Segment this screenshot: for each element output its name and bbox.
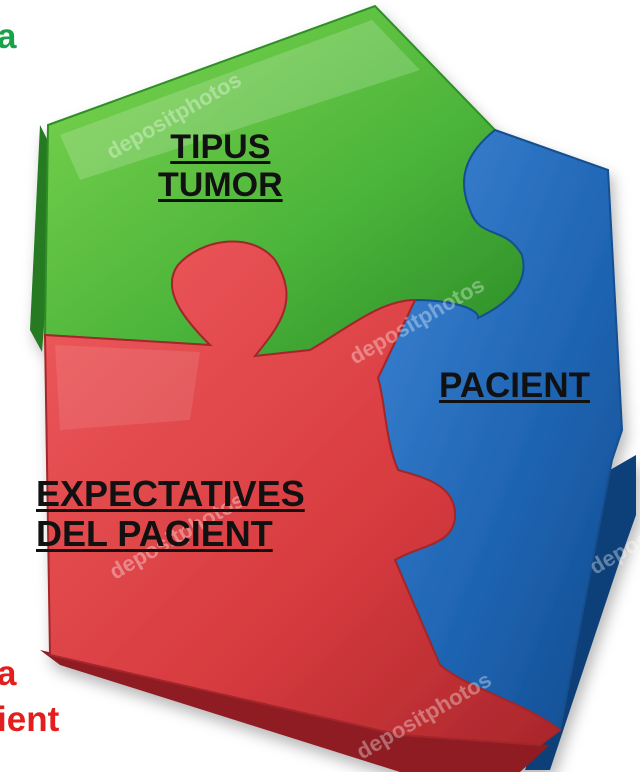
cropped-red-text-line2: ient [0, 700, 59, 740]
blue-piece-label: PACIENT [439, 366, 590, 405]
green-label-line2: TUMOR [158, 166, 283, 204]
red-label-line1: EXPECTATIVES [36, 474, 305, 514]
red-piece-highlight [55, 345, 200, 430]
red-piece-label: EXPECTATIVES DEL PACIENT [36, 474, 305, 555]
green-label-line1: TIPUS [158, 128, 283, 166]
green-piece-label: TIPUS TUMOR [158, 128, 283, 204]
watermark-text: depositphotos [588, 52, 640, 149]
cropped-green-text: a [0, 17, 16, 57]
red-label-line2: DEL PACIENT [36, 514, 305, 554]
cropped-red-text-line1: a [0, 654, 16, 694]
